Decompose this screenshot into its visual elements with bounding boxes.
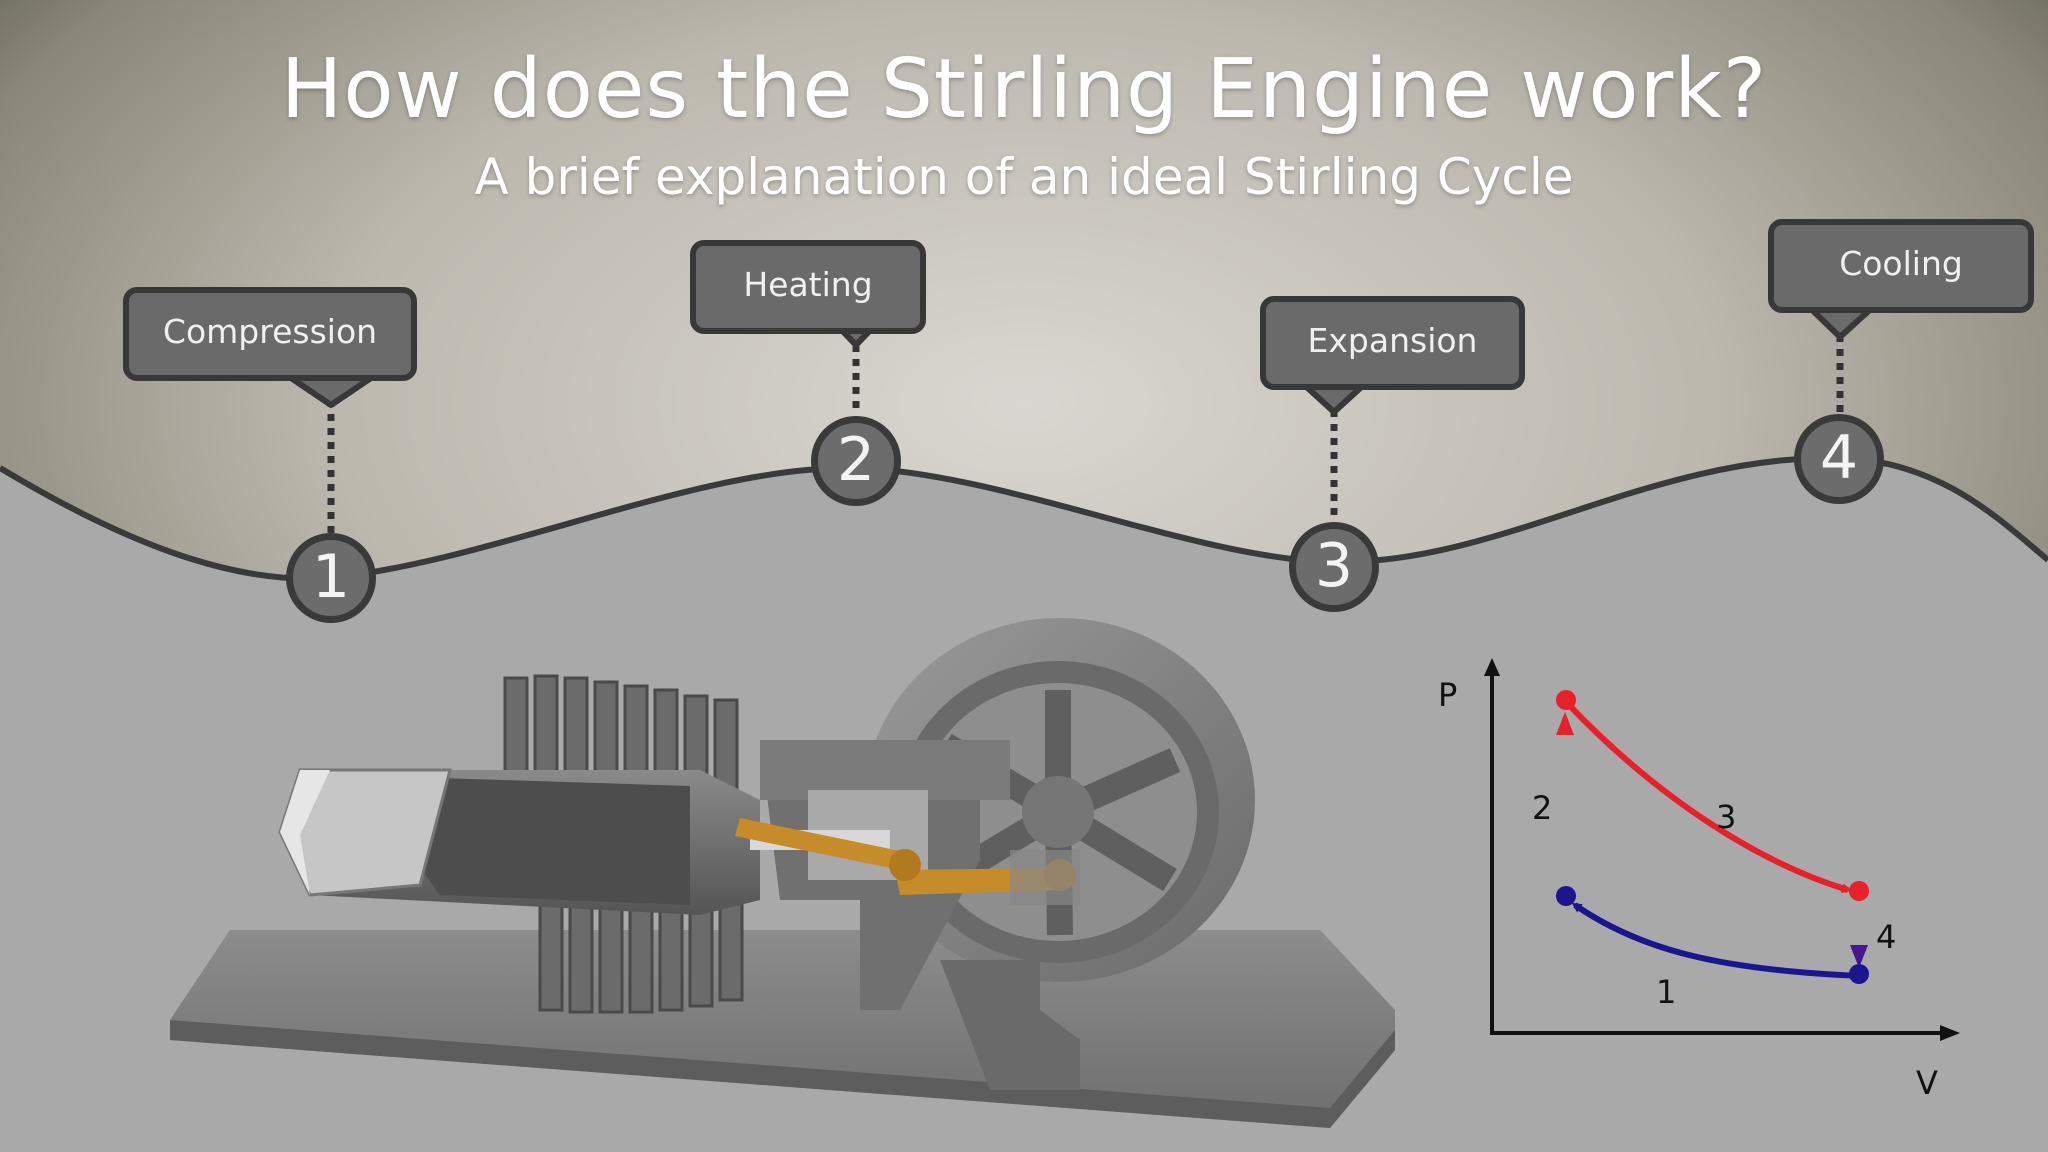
state-point-bottom-right [1849,964,1869,984]
step-marker-4: 4 [1794,414,1884,504]
process-4-arrowhead [1850,945,1868,968]
callout-heating: Heating [690,240,926,334]
pv-axis-label-p: P [1438,676,1458,714]
callout-label: Cooling [1839,244,1963,283]
pv-diagram [1484,658,1960,1041]
callout-label: Expansion [1307,321,1478,360]
callout-label: Compression [162,312,378,351]
page-subtitle: A brief explanation of an ideal Stirling… [474,148,1574,206]
pv-axis-label-v: V [1916,1064,1938,1102]
state-point-top-left [1556,690,1576,710]
process-3-curve [1565,701,1852,894]
pv-segment-label-4: 4 [1876,918,1897,956]
callout-label: Heating [743,265,873,304]
process-2-arrowhead [1556,712,1574,735]
step-marker-2: 2 [811,416,901,506]
page-title: How does the Stirling Engine work? [280,42,1768,137]
callout-cooling: Cooling [1768,219,2034,313]
p-axis-arrow [1484,658,1500,676]
callout-compression: Compression [123,287,417,381]
step-marker-1: 1 [286,533,376,623]
pv-segment-label-3: 3 [1716,798,1737,836]
state-point-bottom-left [1556,886,1576,906]
state-point-top-right [1849,881,1869,901]
pv-segment-label-2: 2 [1532,789,1553,827]
process-1-curve [1571,902,1861,979]
pv-segment-label-1: 1 [1656,973,1677,1011]
v-axis-arrow [1940,1025,1960,1041]
stirling-engine-illustration [170,618,1395,1128]
callout-expansion: Expansion [1260,296,1525,390]
step-marker-3: 3 [1289,522,1379,612]
